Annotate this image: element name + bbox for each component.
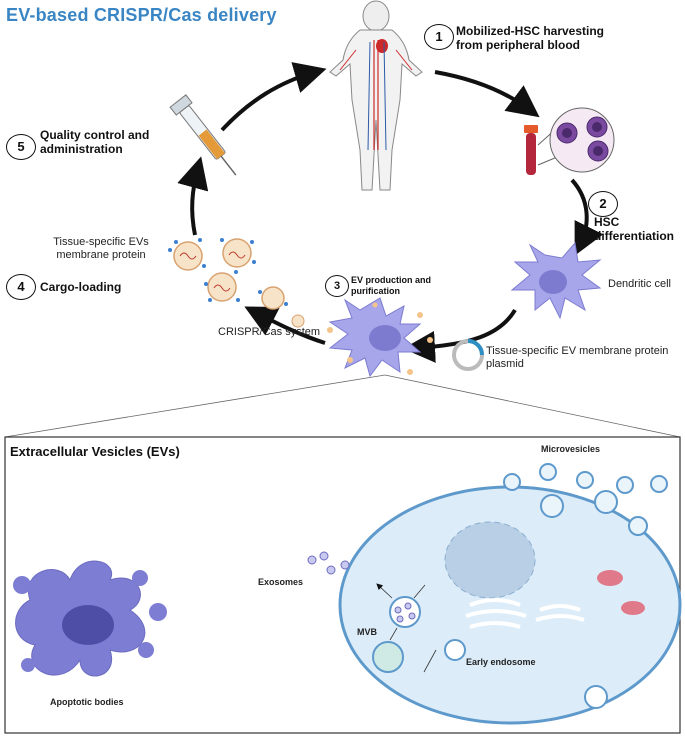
step-5-label: Quality control and administration <box>40 128 150 156</box>
zoom-line-left <box>4 374 386 438</box>
arrow-blood-to-dendritic <box>570 178 604 256</box>
arrow-ev-cell-to-cargo <box>244 306 326 345</box>
step-2-label: HSC differentiation <box>594 215 674 243</box>
exosomes-label: Exosomes <box>258 577 304 587</box>
blood-tube-illustration <box>524 107 615 175</box>
apoptotic-body-illustration <box>13 560 167 677</box>
step-3-number: 3 <box>325 275 349 297</box>
mvb-label: MVB <box>357 627 377 637</box>
arrow-dendritic-to-ev-cell <box>403 308 517 363</box>
step-4-label: Cargo-loading <box>40 280 122 294</box>
plasmid-label: Tissue-specific EV membrane protein plas… <box>486 345 669 370</box>
crispr-label: CRISPR/Cas system <box>218 326 321 338</box>
microvesicles-label: Microvesicles <box>541 444 601 454</box>
dendritic-cell-label: Dendritic cell <box>608 278 671 290</box>
step-1-number: 1 <box>424 24 454 50</box>
plasmid-illustration <box>452 339 484 371</box>
step-1-label: Mobilized-HSC harvesting from peripheral… <box>456 24 605 52</box>
large-cell-illustration <box>307 463 682 725</box>
zoom-line-right <box>384 374 681 438</box>
step-3-label: EV production and purification <box>351 275 431 296</box>
syringe-illustration <box>169 94 237 176</box>
membrane-protein-label: Tissue-specific EVs membrane protein <box>53 236 149 261</box>
step-4-number: 4 <box>6 274 36 300</box>
page-title: EV-based CRISPR/Cas delivery <box>6 5 277 25</box>
arrow-human-to-blood <box>434 70 540 118</box>
ev-panel-title: Extracellular Vesicles (EVs) <box>10 444 180 459</box>
ev-producing-cell-illustration <box>291 297 433 378</box>
step-2-number: 2 <box>588 191 618 217</box>
step-5-number: 5 <box>6 134 36 160</box>
dendritic-cell-illustration <box>510 241 602 320</box>
arrow-cargo-to-syringe <box>177 156 209 236</box>
early-endosome-label: Early endosome <box>466 657 536 667</box>
loaded-evs-illustration <box>168 238 288 310</box>
arrow-syringe-to-human <box>220 62 327 132</box>
human-body-illustration <box>329 0 423 191</box>
apoptotic-bodies-label: Apoptotic bodies <box>50 697 124 707</box>
